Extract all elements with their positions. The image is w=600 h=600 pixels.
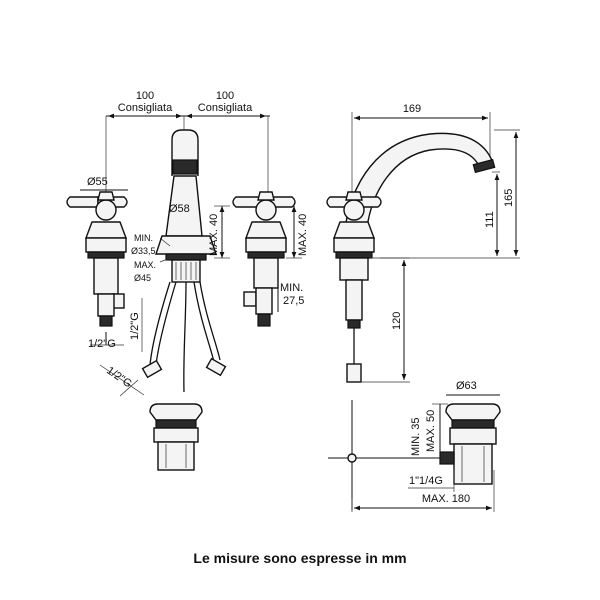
deck-max-left-label: MAX. 40 xyxy=(208,214,220,256)
deck-max-right-label: MAX. 40 xyxy=(297,214,309,256)
spacing-left-value: 100 xyxy=(136,90,154,102)
waste-max-label: MAX. 50 xyxy=(425,410,437,452)
hose-left-a xyxy=(149,281,171,366)
hose-length-label: 120 xyxy=(391,312,403,330)
left-valve-connector xyxy=(99,315,113,327)
hose-fitting-right xyxy=(205,357,227,377)
left-valve-collar xyxy=(84,221,128,239)
left-valve-nut xyxy=(87,251,125,259)
hose-center xyxy=(183,281,187,393)
front-waste xyxy=(149,403,203,471)
front-waste-cap xyxy=(149,403,203,421)
left-valve-body xyxy=(97,293,115,317)
spacing-right-value: 100 xyxy=(216,90,234,102)
waste-diameter-label: Ø63 xyxy=(456,380,477,392)
waste-rod-joint xyxy=(347,453,357,463)
hose-thread-label: 1/2"G xyxy=(104,365,134,391)
hose-left-b xyxy=(155,281,177,366)
side-aerator xyxy=(472,158,496,174)
side-view: 169 120 111 165 xyxy=(326,103,520,383)
waste-min-label: MIN. 35 xyxy=(410,417,422,456)
footnote: Le misure sono espresse in mm xyxy=(193,550,407,566)
spout-nut xyxy=(165,253,207,261)
front-waste-body xyxy=(157,441,195,471)
vertical-thread-label: 1/2"G xyxy=(129,312,141,340)
waste-length-label: MAX. 180 xyxy=(422,493,470,505)
side-handle-hub xyxy=(343,199,365,221)
waste-body xyxy=(453,443,493,485)
left-valve-shank xyxy=(93,257,119,295)
side-hose-fitting xyxy=(346,363,362,383)
front-spout xyxy=(155,129,217,283)
left-valve-base xyxy=(85,237,127,253)
hose-right-b xyxy=(199,281,221,361)
hole-max-value: Ø45 xyxy=(134,273,151,283)
hole-max-label: MAX. xyxy=(134,260,156,270)
front-view: 100 Consigliata 100 Consigliata Ø55 1/2"… xyxy=(66,90,309,471)
waste-thread-label: 1"1/4G xyxy=(409,475,443,487)
side-shank xyxy=(345,279,363,321)
reach-label: 169 xyxy=(403,103,421,115)
waste-view: Ø63 MIN. 35 MAX. 50 1"1/4G MAX. 180 xyxy=(328,380,501,512)
spout-aerator xyxy=(172,159,198,175)
min-value: 27,5 xyxy=(283,295,304,307)
waste-side-outlet xyxy=(439,451,455,465)
left-thread-label: 1/2"G xyxy=(88,338,116,350)
hose-fitting-left xyxy=(141,359,163,379)
side-spout xyxy=(343,132,495,237)
waste-cap xyxy=(445,403,501,421)
left-valve xyxy=(66,191,128,327)
spout-diameter-label: Ø58 xyxy=(169,203,190,215)
hole-min-label: MIN. xyxy=(134,233,153,243)
spacing-right-note: Consigliata xyxy=(198,102,253,114)
spout-height-label: 111 xyxy=(484,211,496,228)
spout-base xyxy=(155,235,217,255)
hose-right-a xyxy=(193,281,215,363)
left-handle-hub xyxy=(95,199,117,221)
right-valve xyxy=(232,191,296,327)
left-handle-arm-left xyxy=(66,196,99,208)
handle-diameter-label: Ø55 xyxy=(87,176,108,188)
min-label: MIN. xyxy=(280,282,303,294)
hole-min-value: Ø33,5 xyxy=(131,246,156,256)
left-handle-top xyxy=(97,191,115,201)
spacing-left-note: Consigliata xyxy=(118,102,173,114)
total-height-label: 165 xyxy=(503,189,515,207)
